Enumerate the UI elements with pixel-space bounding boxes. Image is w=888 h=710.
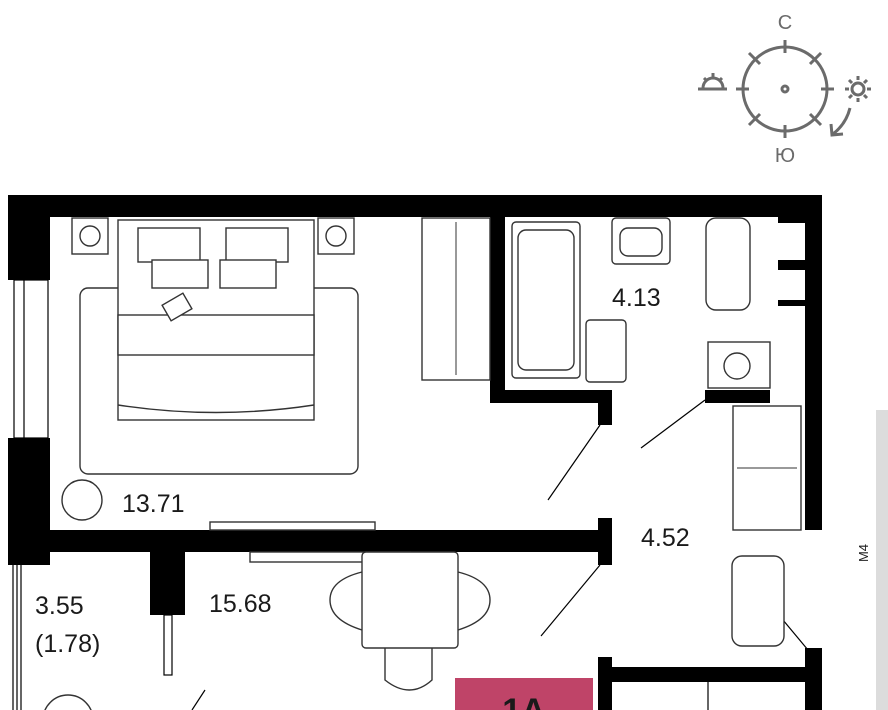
side-label: М4 <box>856 544 871 562</box>
sunrise-icon <box>698 73 727 91</box>
compass-south-label: Ю <box>775 145 795 167</box>
walls <box>8 195 822 710</box>
loggia-reduced-area-label: (1.78) <box>35 630 100 658</box>
loggia-area-label: 3.55 <box>35 592 84 620</box>
windows <box>12 279 173 710</box>
furniture <box>44 217 802 710</box>
living-area-label: 15.68 <box>209 590 272 618</box>
compass: С Ю <box>698 12 871 167</box>
apartment-badge <box>455 678 593 710</box>
compass-north-label: С <box>778 12 792 34</box>
sun-path-arrow-icon <box>829 107 852 137</box>
sunset-icon <box>845 76 871 102</box>
bathroom-area-label: 4.13 <box>612 284 661 312</box>
bedroom-area-label: 13.71 <box>122 490 185 518</box>
hall-area-label: 4.52 <box>641 524 690 552</box>
apartment-badge-label: 1А <box>502 692 545 710</box>
side-strip <box>876 410 888 710</box>
